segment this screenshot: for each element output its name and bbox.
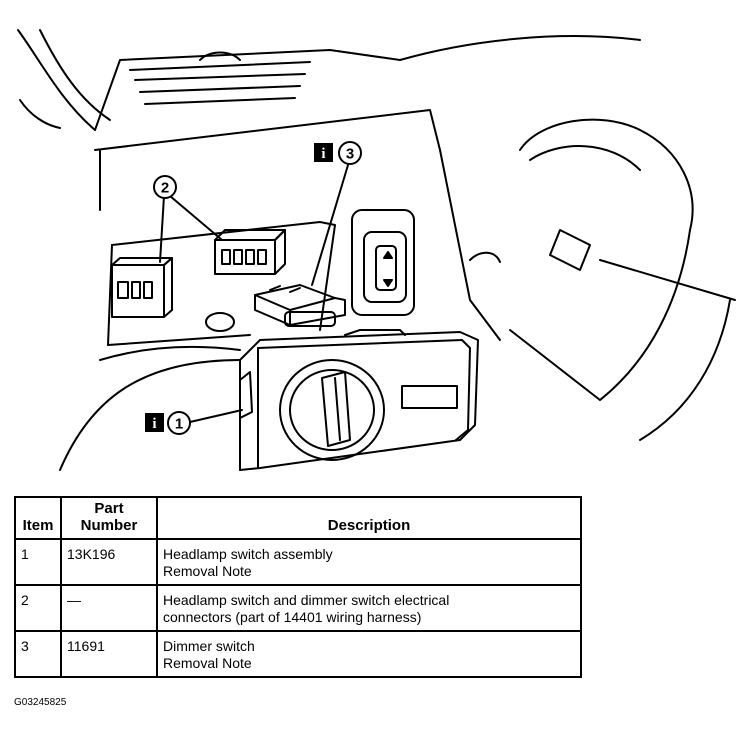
cell-description: Headlamp switch assembly Removal Note xyxy=(156,538,582,586)
callout-1-number: 1 xyxy=(175,416,183,433)
desc-line: Dimmer switch xyxy=(163,638,255,654)
callout-3-number: 3 xyxy=(346,146,354,163)
parts-table: Item Part Number Description 1 13K196 He… xyxy=(14,496,582,678)
cell-part: 11691 xyxy=(60,630,158,678)
header-description: Description xyxy=(156,496,582,540)
table-row: 1 13K196 Headlamp switch assembly Remova… xyxy=(14,538,582,586)
cell-item: 3 xyxy=(14,630,62,678)
desc-line: connectors (part of 14401 wiring harness… xyxy=(163,609,422,625)
removal-note-link[interactable]: Removal Note xyxy=(163,655,252,671)
headlamp-switch-illustration: i 1 2 i 3 xyxy=(17,29,736,471)
cell-item: 2 xyxy=(14,584,62,632)
removal-note-link[interactable]: Removal Note xyxy=(163,563,252,579)
cell-part: — xyxy=(60,584,158,632)
cell-part: 13K196 xyxy=(60,538,158,586)
table-header-row: Item Part Number Description xyxy=(14,496,582,540)
desc-line: Headlamp switch assembly xyxy=(163,546,333,562)
callout-1: i 1 xyxy=(145,411,191,435)
info-icon-letter: i xyxy=(152,416,156,432)
header-part-line1: Part xyxy=(94,500,124,517)
cell-item: 1 xyxy=(14,538,62,586)
header-part-line2: Number xyxy=(80,517,138,534)
desc-line: Headlamp switch and dimmer switch electr… xyxy=(163,592,450,608)
table-row: 2 — Headlamp switch and dimmer switch el… xyxy=(14,584,582,632)
callout-3: i 3 xyxy=(314,141,362,165)
callout-2-number: 2 xyxy=(161,180,169,197)
info-icon xyxy=(314,143,333,162)
callout-2: 2 xyxy=(153,175,177,199)
header-part-number: Part Number xyxy=(60,496,158,540)
cell-description: Dimmer switch Removal Note xyxy=(156,630,582,678)
info-icon-letter: i xyxy=(321,146,325,162)
cell-description: Headlamp switch and dimmer switch electr… xyxy=(156,584,582,632)
header-item: Item xyxy=(14,496,62,540)
info-icon xyxy=(145,413,164,432)
table-row: 3 11691 Dimmer switch Removal Note xyxy=(14,630,582,678)
figure-code: G03245825 xyxy=(14,697,67,708)
